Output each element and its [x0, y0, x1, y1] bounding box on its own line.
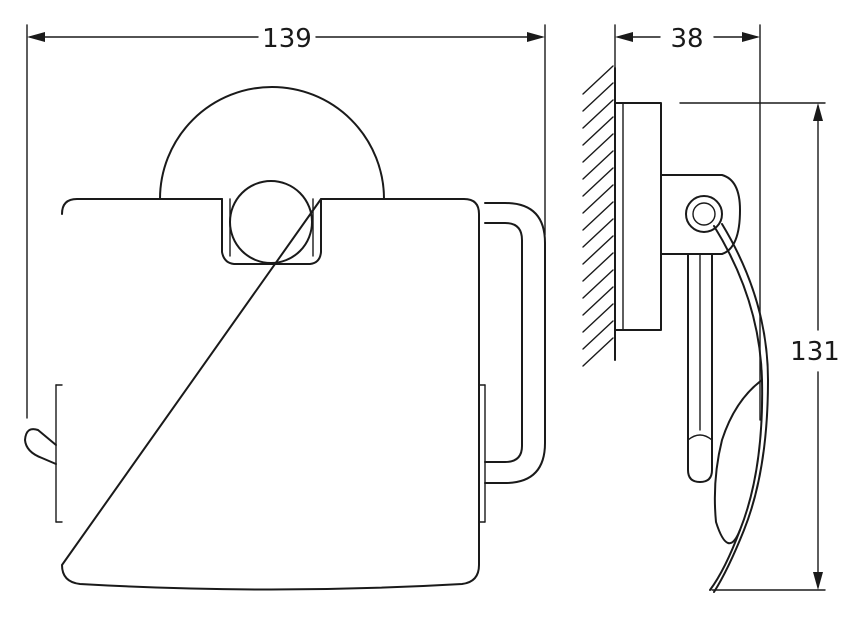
knob [229, 180, 313, 264]
width-arrow-left [27, 32, 45, 42]
hatch-line [582, 337, 614, 367]
height-arrow-top [813, 103, 823, 121]
release-lever [24, 428, 57, 465]
hatch-line [582, 116, 614, 146]
hinge-bracket [221, 198, 322, 265]
width-label: 139 [262, 24, 312, 54]
depth-arrow-right [742, 32, 760, 42]
wall-hatching [582, 65, 616, 367]
height-dimension: 131 [790, 103, 840, 590]
hatch-line [582, 99, 614, 129]
handle-inner [484, 222, 523, 463]
hatch-line [582, 286, 614, 316]
wall-rosette [159, 86, 385, 200]
hatch-line [582, 269, 614, 299]
lid-profile-outer [709, 225, 764, 591]
hinge-block [660, 174, 741, 255]
width-arrow-right [527, 32, 545, 42]
hatch-line [582, 133, 614, 163]
hatch-line [582, 65, 614, 95]
mount-plate [614, 102, 662, 331]
hatch-line [582, 303, 614, 333]
width-dimension: 139 [26, 24, 546, 419]
height-arrow-bottom [813, 572, 823, 590]
hinge-pin-outer [685, 195, 723, 233]
hatch-line [582, 235, 614, 265]
hatch-line [582, 150, 614, 180]
depth-arrow-left [615, 32, 633, 42]
hatch-line [582, 82, 614, 112]
lid-cover [61, 198, 480, 591]
hatch-line [582, 184, 614, 214]
hatch-line [582, 218, 614, 248]
lid-profile-inner [713, 379, 763, 544]
hatch-line [582, 167, 614, 197]
rod-tip-edge [687, 434, 713, 441]
hinge-pin-inner [692, 202, 716, 226]
side-panel-ticks [55, 384, 486, 523]
handle-outer [484, 202, 546, 484]
depth-label: 38 [670, 24, 703, 54]
hatch-line [582, 320, 614, 350]
paper-rod [687, 253, 713, 483]
height-label: 131 [790, 337, 840, 367]
side-view: 38 131 [582, 24, 840, 593]
hatch-lines [582, 65, 614, 367]
front-view: 139 [24, 24, 546, 591]
lid-profile-edge [713, 223, 769, 593]
hatch-line [582, 201, 614, 231]
hatch-line [582, 252, 614, 282]
